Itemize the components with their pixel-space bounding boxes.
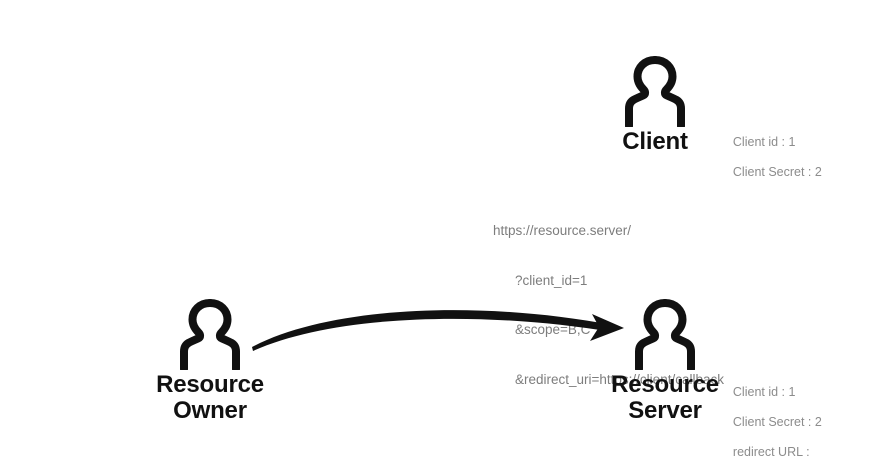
request-url-host: https://resource.server/ (493, 223, 632, 238)
actor-resource-owner: Resource Owner (155, 298, 265, 424)
resource-server-credential-secret: Client Secret : 2 (732, 415, 822, 429)
client-credential-id: Client id : 1 (732, 135, 796, 149)
client-credential-secret: Client Secret : 2 (732, 165, 822, 179)
resource-server-credentials: Client id : 1 Client Secret : 2 redirect… (719, 370, 841, 476)
request-url-param-client-id: ?client_id=1 (515, 272, 588, 288)
actor-resource-server: Resource Server (610, 298, 720, 424)
actor-resource-server-label: Resource Server (611, 371, 719, 424)
request-url-param-redirect-uri: &redirect_uri=https://client/callback (515, 371, 724, 387)
resource-server-credential-id: Client id : 1 (732, 385, 796, 399)
resource-server-redirect-url-label: redirect URL : (732, 445, 810, 459)
actor-resource-owner-label: Resource Owner (156, 371, 264, 424)
person-icon (635, 299, 695, 370)
person-icon (180, 299, 240, 370)
client-credentials: Client id : 1 Client Secret : 2 (719, 120, 822, 195)
person-icon (625, 56, 685, 127)
actor-client-label: Client (622, 128, 688, 155)
actor-client: Client (600, 55, 710, 155)
